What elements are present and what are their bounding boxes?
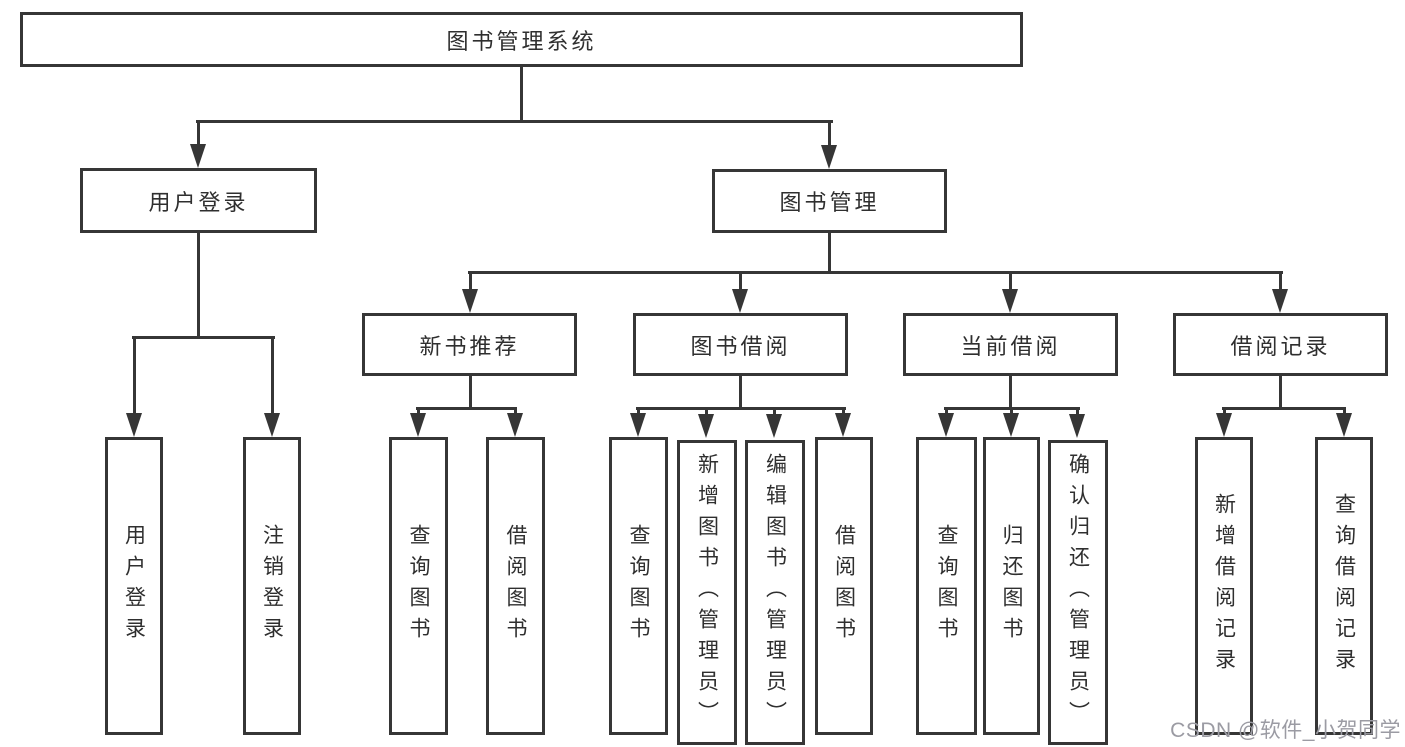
leaf-borrow-query-books: 查询图书 — [609, 437, 668, 735]
node-borrow-records-label: 借阅记录 — [1230, 333, 1331, 359]
arrow-head-g4c0 — [938, 413, 954, 437]
connector-branch-login — [132, 336, 275, 339]
leaf-borrow-books: 借阅图书 — [815, 437, 873, 735]
node-book-management-label: 图书管理 — [779, 190, 880, 215]
connector-branch-bookborrow — [636, 407, 846, 410]
leaf-edit-books-admin-label: 编辑图书（管理员） — [763, 453, 787, 732]
leaf-add-books-admin-label: 新增图书（管理员） — [695, 453, 719, 732]
arrow-head-bookborrow — [732, 289, 748, 313]
connector-arrow-line-login — [197, 120, 200, 148]
arrow-head-current — [1002, 289, 1018, 313]
arrow-head-leaf-logout — [264, 413, 280, 437]
connector-branch-records — [1222, 407, 1346, 410]
leaf-add-books-admin: 新增图书（管理员） — [677, 440, 737, 745]
node-user-login-label: 用户登录 — [148, 189, 249, 215]
csdn-watermark: CSDN @软件_小贺同学 — [1170, 719, 1401, 742]
arrow-head-g3c2 — [766, 414, 782, 438]
connector-branch-level2 — [196, 120, 833, 123]
leaf-edit-books-admin: 编辑图书（管理员） — [745, 440, 805, 745]
connector-arrow-line-leaf-logout — [271, 336, 274, 415]
connector-arrow-line-recommend — [469, 271, 472, 291]
leaf-return-books: 归还图书 — [983, 437, 1040, 735]
leaf-return-books-label: 归还图书 — [1000, 524, 1023, 648]
leaf-confirm-return-admin: 确认归还（管理员） — [1048, 440, 1108, 745]
leaf-user-login-label: 用户登录 — [122, 524, 146, 648]
connector-stem-login — [197, 233, 200, 339]
connector-arrow-line-g2c0 — [417, 407, 420, 417]
connector-arrow-line-g3c2 — [773, 407, 776, 417]
connector-arrow-line-current — [1009, 271, 1012, 291]
leaf-current-query-books: 查询图书 — [916, 437, 977, 735]
arrow-head-g4c2 — [1069, 414, 1085, 438]
node-current-borrow: 当前借阅 — [903, 313, 1118, 376]
connector-stem-records — [1279, 376, 1282, 410]
node-root: 图书管理系统 — [20, 12, 1023, 67]
connector-branch-recommend — [416, 407, 517, 410]
node-book-borrow-label: 图书借阅 — [690, 333, 791, 359]
connector-stem-current — [1009, 376, 1012, 410]
connector-arrow-line-g2c1 — [514, 407, 517, 417]
leaf-current-query-books-label: 查询图书 — [935, 524, 958, 648]
leaf-add-borrow-record: 新增借阅记录 — [1195, 437, 1253, 735]
node-borrow-records: 借阅记录 — [1173, 313, 1388, 376]
connector-arrow-line-g3c1 — [705, 407, 708, 417]
leaf-query-borrow-record: 查询借阅记录 — [1315, 437, 1373, 735]
node-new-book-recommend-label: 新书推荐 — [419, 333, 520, 359]
connector-arrow-line-leaf-login — [133, 336, 136, 415]
connector-arrow-line-bookborrow — [739, 271, 742, 291]
node-user-login: 用户登录 — [80, 168, 317, 233]
connector-arrow-line-mgmt — [828, 120, 831, 148]
node-current-borrow-label: 当前借阅 — [960, 333, 1061, 359]
leaf-recommend-query-books-label: 查询图书 — [407, 524, 430, 648]
connector-stem-root — [520, 67, 523, 123]
leaf-logout: 注销登录 — [243, 437, 301, 735]
node-root-label: 图书管理系统 — [446, 28, 597, 54]
node-new-book-recommend: 新书推荐 — [362, 313, 577, 376]
arrow-head-g2c0 — [410, 413, 426, 437]
arrow-head-g3c0 — [630, 413, 646, 437]
connector-arrow-line-g3c3 — [842, 407, 845, 417]
leaf-borrow-books-label: 借阅图书 — [832, 524, 856, 648]
arrow-head-login — [190, 144, 206, 168]
node-book-management: 图书管理 — [712, 169, 947, 233]
connector-stem-recommend — [469, 376, 472, 410]
arrow-head-g3c1 — [698, 414, 714, 438]
leaf-recommend-query-books: 查询图书 — [389, 437, 448, 735]
arrow-head-g5c0 — [1216, 413, 1232, 437]
leaf-user-login: 用户登录 — [105, 437, 163, 735]
connector-arrow-line-g4c2 — [1076, 407, 1079, 417]
connector-arrow-line-g5c1 — [1343, 407, 1346, 417]
leaf-query-borrow-record-label: 查询借阅记录 — [1332, 493, 1356, 679]
leaf-recommend-borrow-books-label: 借阅图书 — [504, 524, 527, 648]
connector-arrow-line-records — [1279, 271, 1282, 291]
leaf-confirm-return-admin-label: 确认归还（管理员） — [1066, 453, 1090, 732]
connector-arrow-line-g5c0 — [1223, 407, 1226, 417]
arrow-head-g4c1 — [1003, 413, 1019, 437]
connector-branch-level3 — [468, 271, 1283, 274]
leaf-recommend-borrow-books: 借阅图书 — [486, 437, 545, 735]
connector-stem-bookborrow — [739, 376, 742, 410]
leaf-add-borrow-record-label: 新增借阅记录 — [1212, 493, 1236, 679]
connector-arrow-line-g4c0 — [945, 407, 948, 417]
connector-arrow-line-g4c1 — [1010, 407, 1013, 417]
arrow-head-mgmt — [821, 145, 837, 169]
arrow-head-g2c1 — [507, 413, 523, 437]
arrow-head-recommend — [462, 289, 478, 313]
arrow-head-g3c3 — [835, 413, 851, 437]
connector-arrow-line-g3c0 — [637, 407, 640, 417]
arrow-head-leaf-login — [126, 413, 142, 437]
connector-stem-mgmt — [828, 233, 831, 274]
leaf-borrow-query-books-label: 查询图书 — [627, 524, 650, 648]
leaf-logout-label: 注销登录 — [260, 524, 284, 648]
arrow-head-g5c1 — [1336, 413, 1352, 437]
node-book-borrow: 图书借阅 — [633, 313, 848, 376]
arrow-head-records — [1272, 289, 1288, 313]
